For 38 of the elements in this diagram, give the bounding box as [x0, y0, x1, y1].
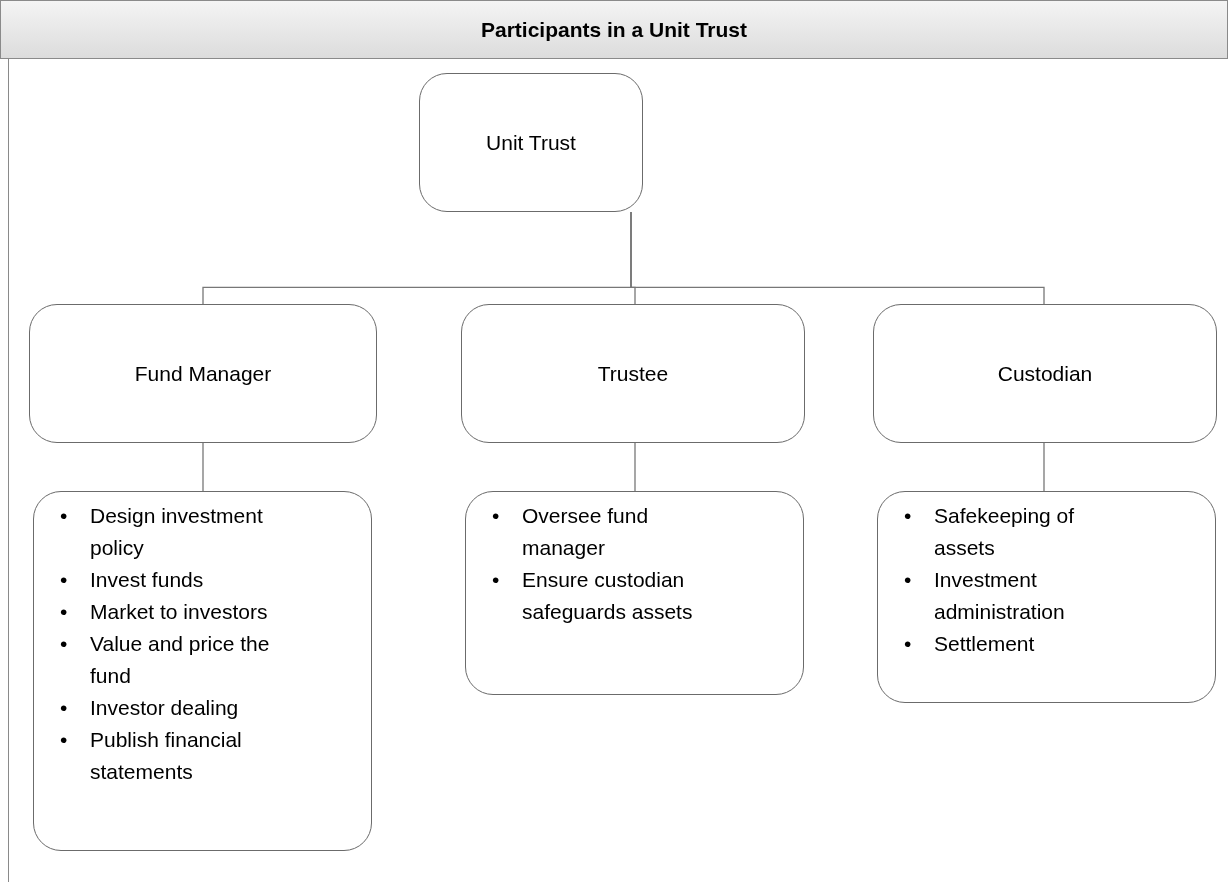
duty-item: Ensure custodian safeguards assets [522, 567, 694, 625]
duty-item: Settlement [934, 631, 1036, 657]
diagram-title: Participants in a Unit Trust [480, 16, 748, 43]
role-label: Trustee [597, 360, 669, 387]
bullet: • [904, 632, 912, 655]
bullet: • [60, 728, 68, 751]
bullet: • [904, 504, 912, 527]
duties-box [465, 491, 804, 695]
bullet: • [60, 568, 68, 591]
bullet: • [904, 568, 912, 591]
bullet: • [60, 600, 68, 623]
duty-item: Oversee fund manager [522, 503, 650, 561]
bullet: • [492, 504, 500, 527]
role-box [461, 304, 805, 443]
bullet: • [492, 568, 500, 591]
role-label: Fund Manager [134, 360, 272, 387]
duty-item: Design investment policy [90, 503, 264, 561]
connector-line [202, 442, 204, 492]
role-label: Unit Trust [486, 129, 576, 156]
role-label: Custodian [997, 360, 1093, 387]
connector-line [1043, 442, 1045, 492]
connector-line [634, 442, 636, 492]
role-box [419, 73, 643, 212]
duty-item: Value and price the fund [90, 631, 271, 689]
role-box [29, 304, 377, 443]
duties-box [877, 491, 1216, 703]
duty-item: Investor dealing [90, 695, 240, 721]
duty-item: Investment administration [934, 567, 1066, 625]
connector-line [630, 211, 1045, 305]
duty-item: Market to investors [90, 599, 269, 625]
duty-item: Publish financial statements [90, 727, 243, 785]
duty-item: Invest funds [90, 567, 205, 593]
bullet: • [60, 632, 68, 655]
role-box [873, 304, 1217, 443]
duty-item: Safekeeping of assets [934, 503, 1076, 561]
duties-box [33, 491, 372, 851]
bullet: • [60, 696, 68, 719]
bullet: • [60, 504, 68, 527]
